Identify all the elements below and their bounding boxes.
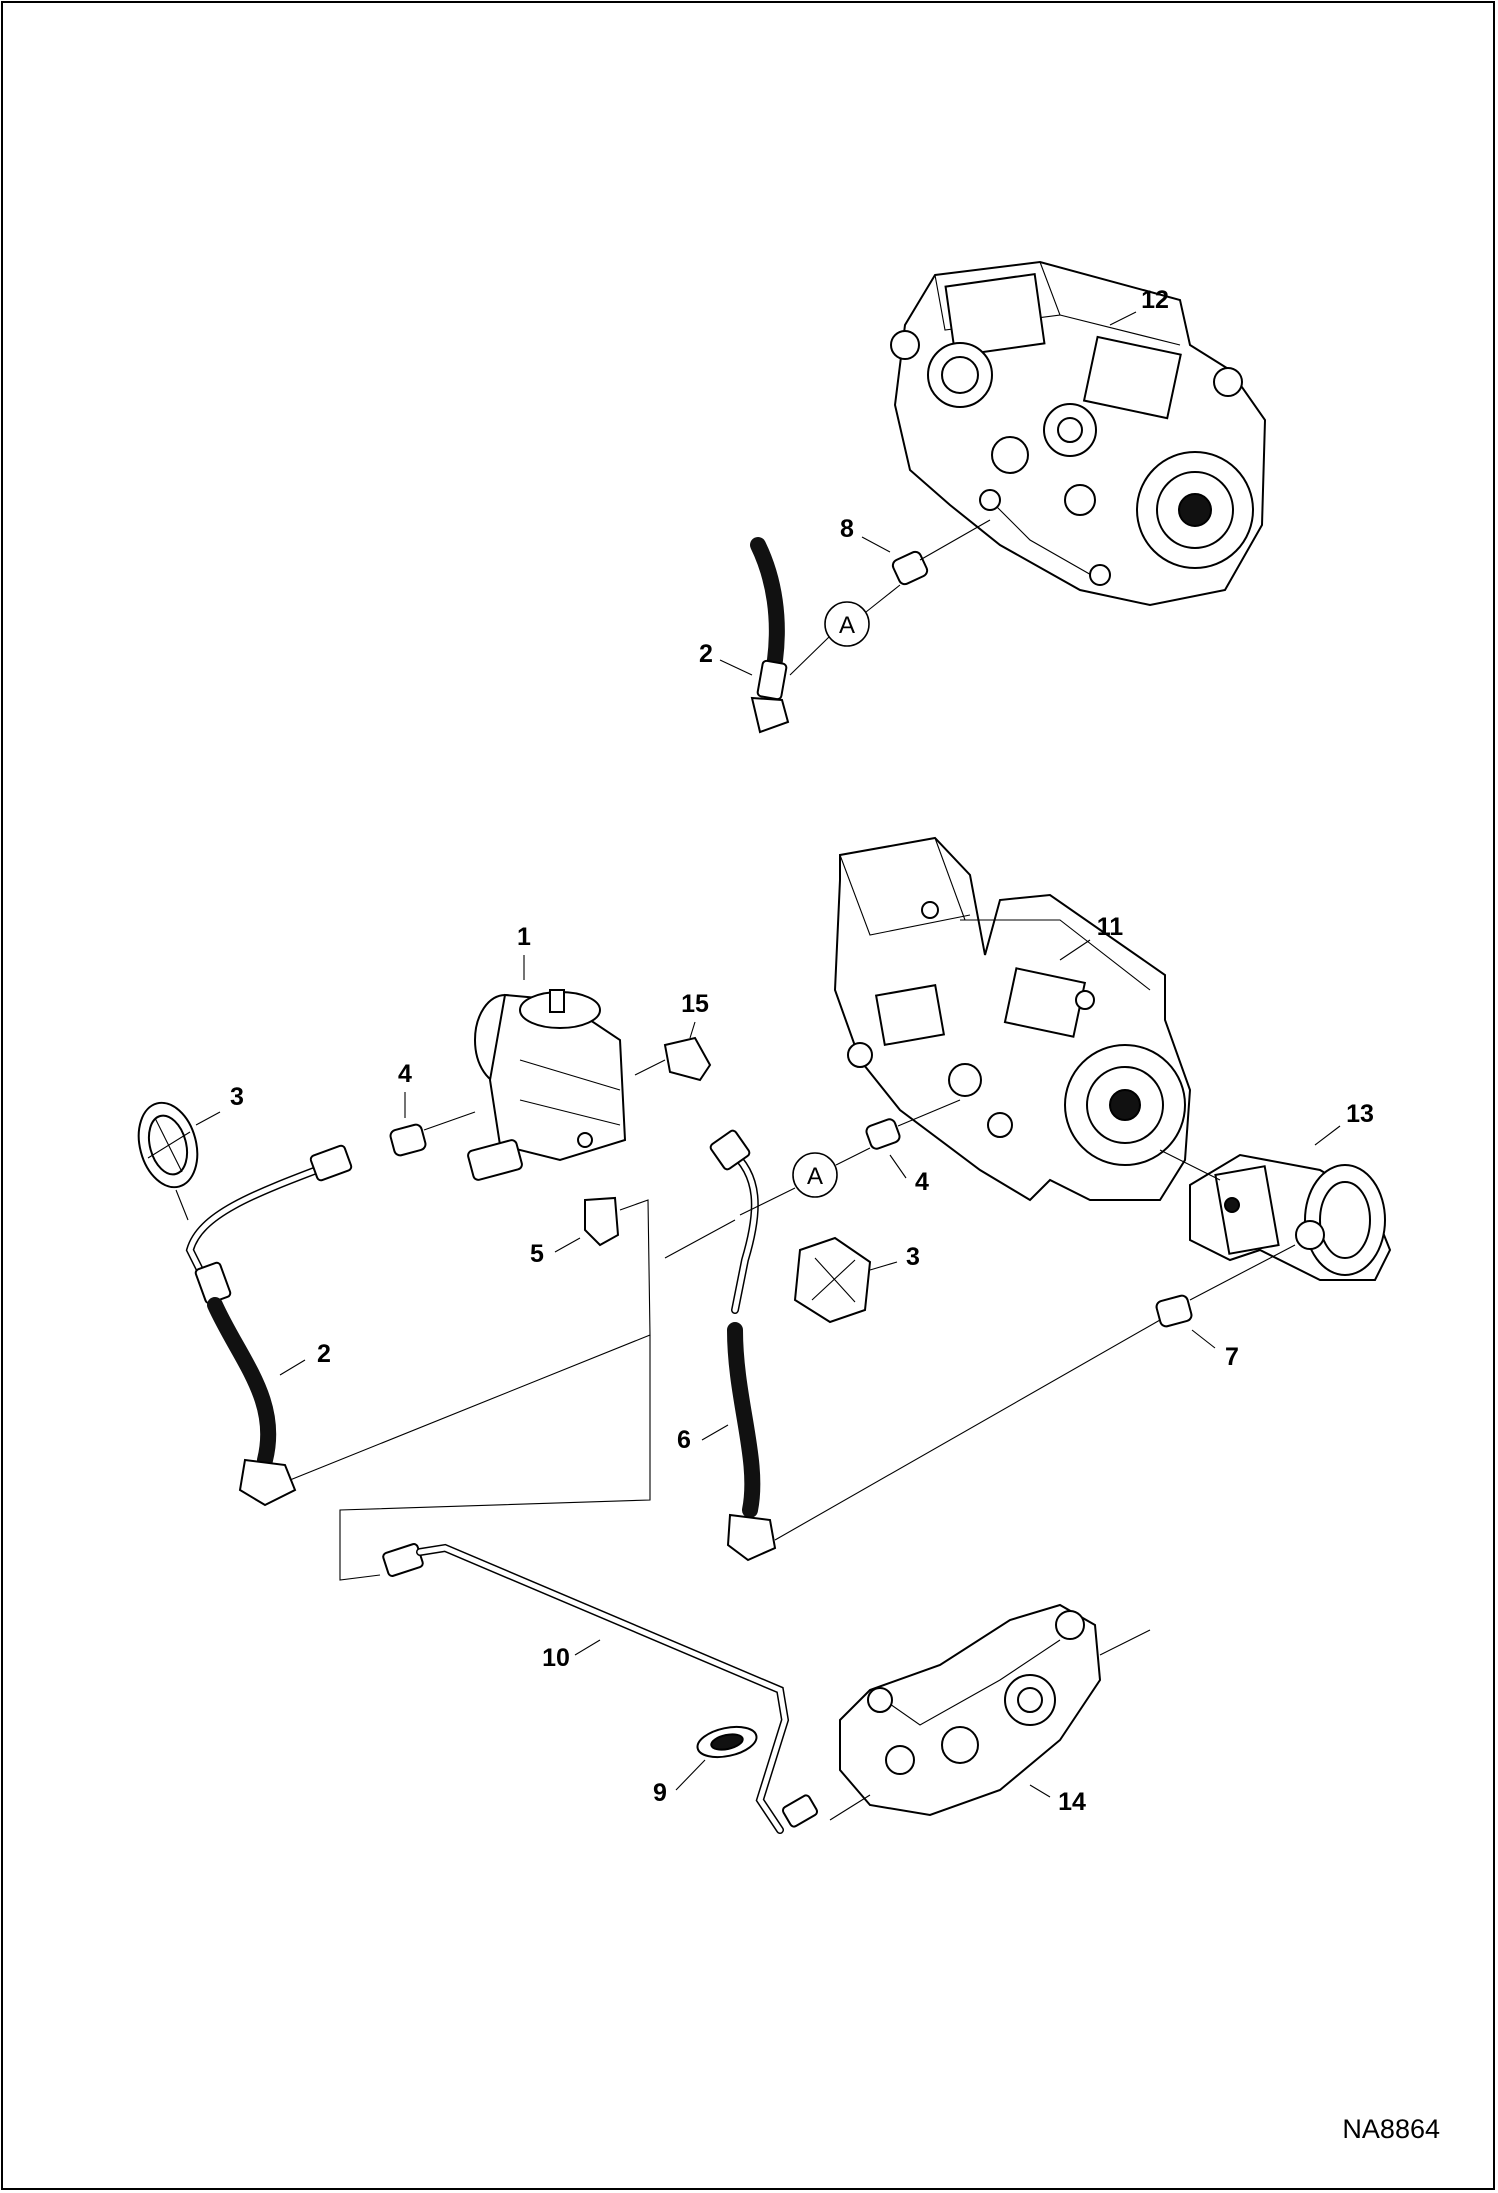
callout-7: 7 <box>1191 1329 1239 1371</box>
svg-text:5: 5 <box>530 1240 544 1268</box>
callout-5: 5 <box>530 1237 581 1268</box>
gear-motor-13 <box>1159 1149 1392 1281</box>
elbow-fitting-5 <box>584 1196 620 1247</box>
svg-text:15: 15 <box>681 990 709 1018</box>
reference-a-lower: A <box>739 1147 871 1216</box>
fitting-4-left <box>389 1111 476 1157</box>
callout-11: 11 <box>1059 913 1124 961</box>
callout-12: 12 <box>1109 286 1169 326</box>
reference-a-upper: A <box>789 584 901 676</box>
grommet-3-right <box>793 1236 872 1324</box>
callout-9: 9 <box>653 1759 706 1807</box>
callout-3-left: 3 <box>175 1083 244 1221</box>
svg-text:11: 11 <box>1097 913 1124 941</box>
svg-text:2: 2 <box>317 1340 331 1368</box>
hose-2-upper <box>750 537 790 734</box>
fitting-7 <box>1155 1244 1296 1328</box>
figure-id: NA8864 <box>1342 2114 1440 2144</box>
callout-3-right: 3 <box>869 1243 920 1271</box>
callout-15: 15 <box>681 990 709 1039</box>
svg-text:4: 4 <box>915 1168 929 1196</box>
svg-text:9: 9 <box>653 1779 667 1807</box>
hose-6 <box>709 1129 1161 1562</box>
svg-text:3: 3 <box>906 1243 920 1271</box>
svg-text:8: 8 <box>840 515 854 543</box>
charge-pump-1 <box>467 989 627 1181</box>
callout-6: 6 <box>677 1424 729 1454</box>
svg-text:12: 12 <box>1141 286 1169 314</box>
svg-text:1: 1 <box>517 923 531 951</box>
hydrostatic-pump-upper <box>890 260 1267 607</box>
svg-text:10: 10 <box>542 1644 570 1672</box>
elbow-fitting-15 <box>634 1036 712 1082</box>
grommet-9 <box>696 1725 758 1759</box>
svg-text:2: 2 <box>699 640 713 668</box>
callout-14: 14 <box>1029 1784 1086 1816</box>
hose-2-lower <box>185 1144 353 1507</box>
svg-text:A: A <box>839 612 855 639</box>
fitting-8 <box>891 519 991 586</box>
grommet-3-left <box>137 1101 199 1189</box>
fitting-4-right <box>865 1099 961 1150</box>
callout-10: 10 <box>542 1639 601 1672</box>
callout-13: 13 <box>1314 1100 1374 1146</box>
connection-leader-lines <box>289 1199 736 1581</box>
svg-text:4: 4 <box>398 1060 412 1088</box>
callout-2-upper: 2 <box>699 640 753 676</box>
svg-text:14: 14 <box>1058 1788 1086 1816</box>
svg-text:13: 13 <box>1346 1100 1374 1128</box>
svg-text:3: 3 <box>230 1083 244 1111</box>
valve-assembly-14 <box>781 1603 1151 1828</box>
svg-text:7: 7 <box>1225 1343 1239 1371</box>
svg-text:A: A <box>807 1163 823 1190</box>
callout-4-left: 4 <box>398 1060 412 1118</box>
callout-1: 1 <box>517 923 531 980</box>
callout-2-lower: 2 <box>279 1340 331 1376</box>
tube-10 <box>382 1543 790 1834</box>
svg-text:6: 6 <box>677 1426 691 1454</box>
callout-8: 8 <box>840 515 891 553</box>
callout-4-right: 4 <box>889 1154 929 1196</box>
